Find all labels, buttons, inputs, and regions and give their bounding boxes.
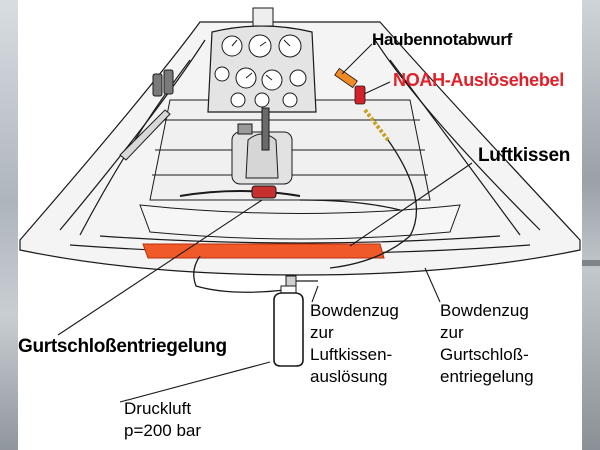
label-line: Bowdenzug bbox=[310, 301, 399, 320]
bowden-cables bbox=[193, 139, 417, 293]
hangar-background-right bbox=[582, 0, 600, 450]
label-line: Bowdenzug bbox=[440, 301, 529, 320]
label-bowdenzug-gurtschloss: Bowdenzug zur Gurtschloß- entriegelung bbox=[440, 300, 534, 388]
label-line: zur bbox=[310, 323, 334, 342]
label-luftkissen: Luftkissen bbox=[478, 145, 571, 166]
label-line: Luftkissen- bbox=[310, 345, 393, 364]
hangar-background-left bbox=[0, 0, 18, 450]
noah-release-lever bbox=[354, 85, 390, 142]
leader-lines bbox=[57, 43, 473, 403]
belt-buckle bbox=[179, 185, 301, 199]
label-line: entriegelung bbox=[440, 367, 534, 386]
control-stick bbox=[237, 107, 270, 151]
airbag bbox=[142, 243, 385, 259]
label-line: Gurtschloß- bbox=[440, 345, 529, 364]
label-haubennotabwurf: Haubennotabwurf bbox=[372, 30, 512, 49]
label-line: p=200 bar bbox=[124, 421, 202, 440]
compressed-air-bottle bbox=[273, 275, 318, 367]
cockpit-interior bbox=[139, 99, 461, 240]
instrument-panel bbox=[207, 7, 317, 113]
label-bowdenzug-luftkissen: Bowdenzug zur Luftkissen- auslösung bbox=[310, 300, 399, 388]
label-noah-ausloesehebel: NOAH-Auslösehebel bbox=[393, 70, 564, 90]
label-line: zur bbox=[440, 323, 464, 342]
side-levers bbox=[119, 69, 174, 161]
canopy-release-handle bbox=[334, 67, 358, 89]
label-druckluft: Druckluft p=200 bar bbox=[124, 398, 201, 442]
label-gurtschloss-entriegelung: Gurtschloßentriegelung bbox=[18, 336, 227, 357]
label-line: auslösung bbox=[310, 367, 388, 386]
label-line: Druckluft bbox=[124, 399, 192, 418]
